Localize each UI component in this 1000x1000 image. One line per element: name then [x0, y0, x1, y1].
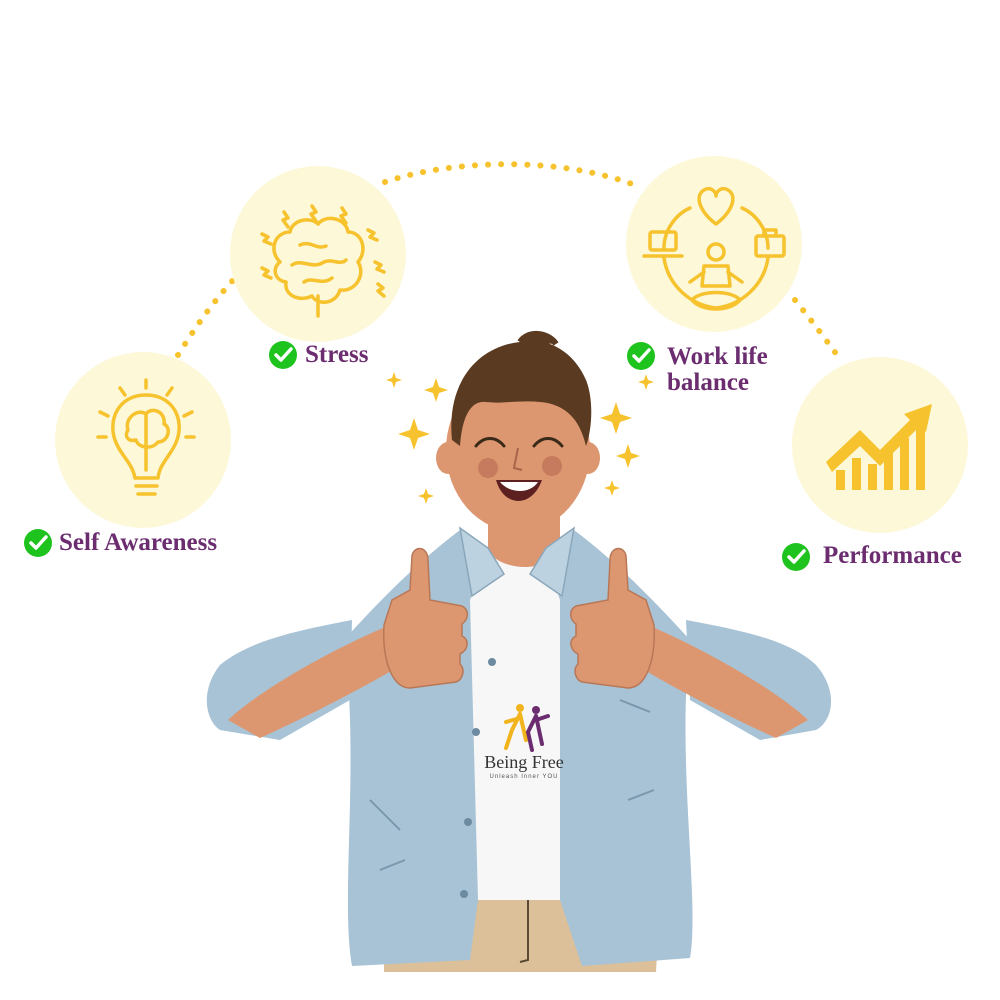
work-life-node: [626, 156, 802, 332]
check-icon: [269, 341, 297, 369]
performance-label-text: Performance: [823, 542, 962, 569]
self-awareness-label-text: Self Awareness: [59, 529, 218, 556]
work-life-balance-label-text: Work life balance: [667, 343, 768, 396]
shirt-tagline-text: Unleash Inner YOU: [489, 774, 559, 780]
being-free-logo: [504, 704, 550, 752]
sparkles: [386, 372, 654, 504]
performance-label: Performance: [823, 543, 962, 569]
dotted-path: [175, 161, 845, 365]
stress-label: Stress: [305, 342, 368, 368]
self-awareness-node: [55, 352, 231, 528]
self-awareness-label: Self Awareness: [59, 530, 217, 556]
performance-node: [792, 357, 968, 533]
person-illustration: [206, 331, 832, 972]
shirt-brand-text: Being Free: [484, 752, 564, 772]
work-life-balance-label: Work life balance: [667, 344, 797, 396]
check-icon: [782, 543, 810, 571]
lightbulb-brain-icon: [96, 378, 196, 496]
check-icon: [627, 342, 655, 370]
growth-chart-icon: [826, 404, 932, 490]
meditation-balance-icon: [642, 186, 786, 311]
check-icon: [24, 529, 52, 557]
stress-label-text: Stress: [305, 341, 369, 368]
stressed-brain-icon: [260, 204, 386, 318]
stress-node: [230, 166, 406, 342]
